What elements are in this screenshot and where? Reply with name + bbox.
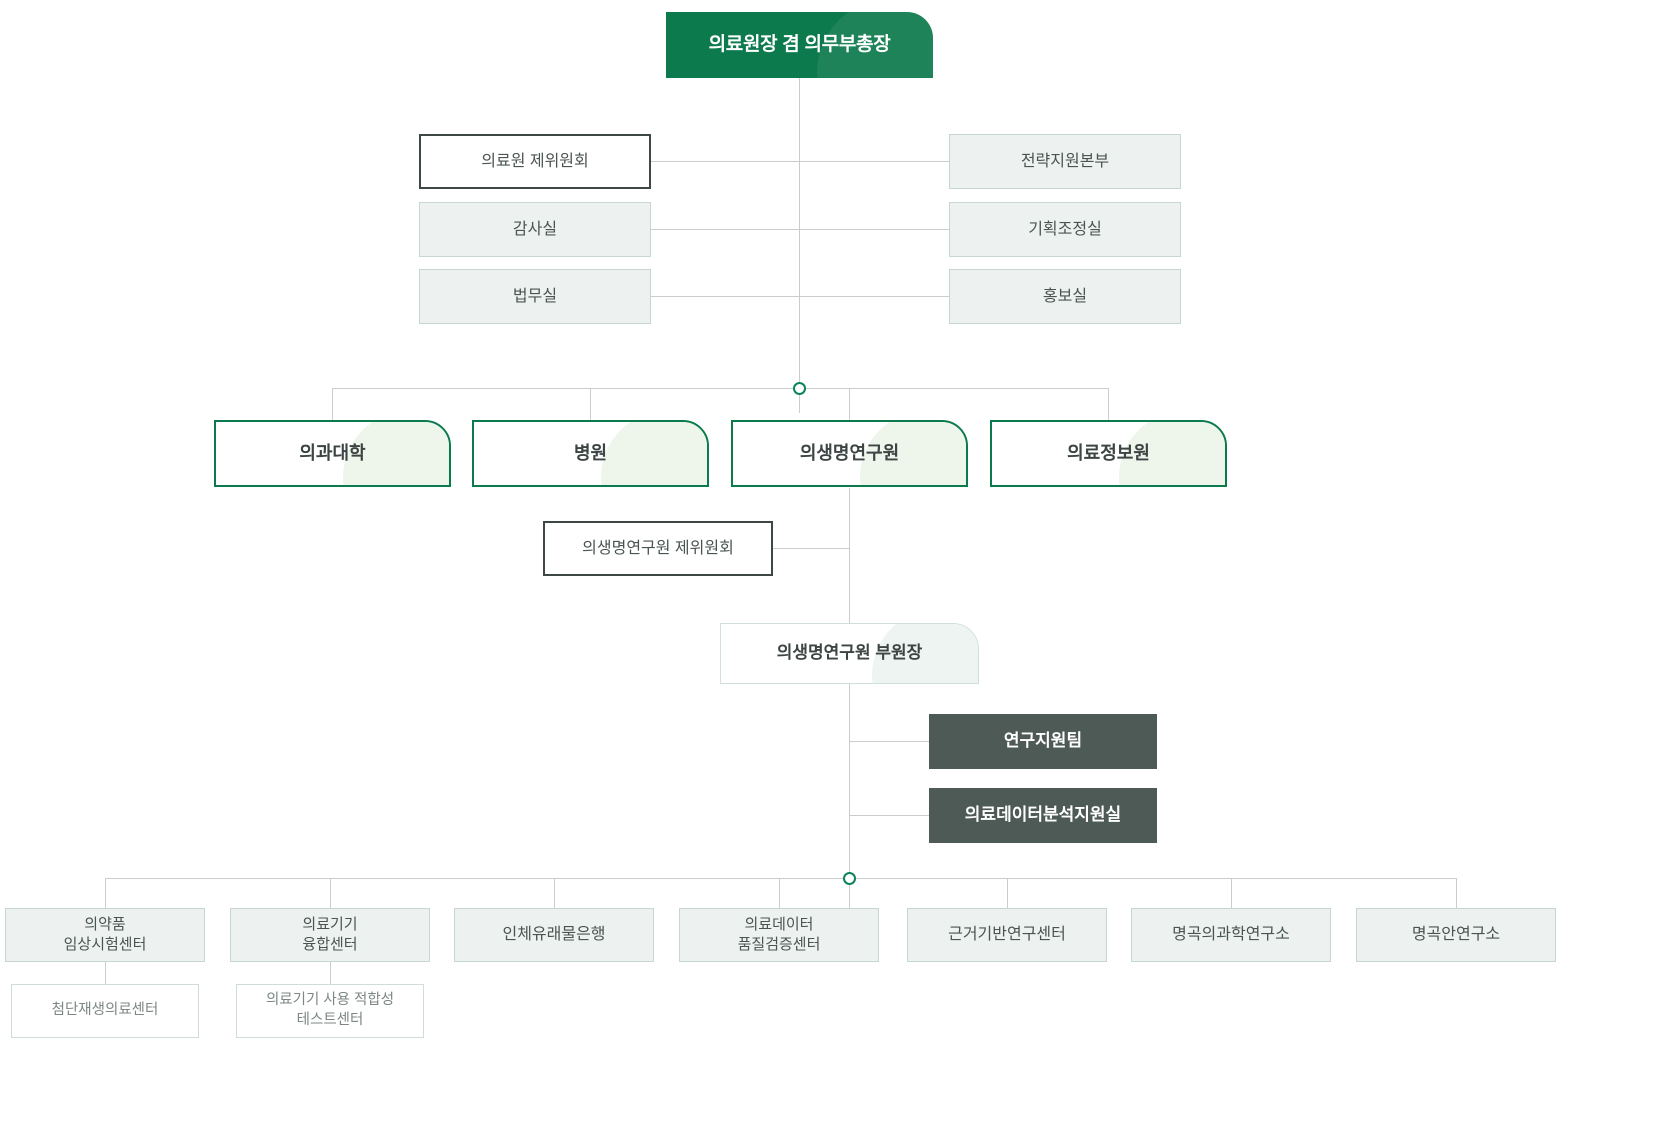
connector-institute-committee <box>773 548 850 549</box>
connector-center-bus <box>105 878 1457 879</box>
connector-staff-left-3 <box>650 296 800 297</box>
node-center-myeonggok-eye-research[interactable]: 명곡안연구소 <box>1356 908 1556 962</box>
node-subcenter-device-usability-test[interactable]: 의료기기 사용 적합성 테스트센터 <box>236 984 424 1038</box>
connector-division-drop-3 <box>849 388 850 420</box>
node-label: 연구지원팀 <box>1003 731 1083 751</box>
node-label: 의료기기 융합센터 <box>302 915 358 953</box>
connector-division-drop-2 <box>590 388 591 420</box>
node-center-medical-device-convergence[interactable]: 의료기기 융합센터 <box>230 908 430 962</box>
node-center-human-biobank[interactable]: 인체유래물은행 <box>454 908 654 962</box>
node-label: 의료데이터 품질검증센터 <box>737 915 821 953</box>
connector-center-drop-3 <box>554 878 555 908</box>
node-label: 의료정보원 <box>1067 443 1150 464</box>
node-label: 홍보실 <box>1042 287 1088 305</box>
connector-center-drop-7 <box>1456 878 1457 908</box>
node-center-myeonggok-medical-science[interactable]: 명곡의과학연구소 <box>1131 908 1331 962</box>
connector-center-drop-6 <box>1231 878 1232 908</box>
node-medical-school[interactable]: 의과대학 <box>214 420 451 487</box>
node-label: 의과대학 <box>299 443 366 464</box>
node-label: 근거기반연구센터 <box>948 926 1066 944</box>
node-label: 의생명연구원 <box>799 443 900 464</box>
node-label: 전략지원본부 <box>1020 152 1110 170</box>
connector-center-drop-5 <box>1007 878 1008 908</box>
node-label: 의료원 제위원회 <box>481 152 589 170</box>
node-medical-data-analysis-office[interactable]: 의료데이터분석지원실 <box>929 788 1157 843</box>
node-root-label: 의료원장 겸 의무부총장 <box>708 34 891 56</box>
node-institute-vice-director[interactable]: 의생명연구원 부원장 <box>720 623 979 684</box>
node-strategy-headquarters[interactable]: 전략지원본부 <box>949 134 1181 189</box>
node-label: 명곡안연구소 <box>1411 926 1501 944</box>
node-label: 첨단재생의료센터 <box>51 1002 159 1019</box>
node-institute-committee[interactable]: 의생명연구원 제위원회 <box>543 521 773 576</box>
node-legal-office[interactable]: 법무실 <box>419 269 651 324</box>
connector-subcenter-drop-2 <box>330 962 331 984</box>
connector-team-1 <box>849 741 929 742</box>
connector-staff-right-3 <box>799 296 950 297</box>
junction-centers <box>843 872 856 885</box>
connector-root-vertical <box>799 78 800 413</box>
junction-division <box>793 382 806 395</box>
node-label: 인체유래물은행 <box>502 926 606 944</box>
node-center-evidence-based-research[interactable]: 근거기반연구센터 <box>907 908 1107 962</box>
node-label: 병원 <box>573 443 608 464</box>
decor-swoosh <box>601 422 707 485</box>
node-audit-office[interactable]: 감사실 <box>419 202 651 257</box>
node-label: 기획조정실 <box>1028 220 1102 238</box>
node-label: 감사실 <box>512 220 558 238</box>
node-biomedical-research-institute[interactable]: 의생명연구원 <box>731 420 968 487</box>
connector-staff-right-1 <box>799 161 950 162</box>
node-label: 의생명연구원 제위원회 <box>582 539 734 557</box>
connector-staff-right-2 <box>799 229 950 230</box>
connector-center-drop-4 <box>779 878 780 908</box>
connector-center-drop-1 <box>105 878 106 908</box>
connector-center-drop-2 <box>330 878 331 908</box>
node-center-medical-data-quality[interactable]: 의료데이터 품질검증센터 <box>679 908 879 962</box>
connector-team-2 <box>849 815 929 816</box>
node-center-pharma-clinical-trial[interactable]: 의약품 임상시험센터 <box>5 908 205 962</box>
node-root[interactable]: 의료원장 겸 의무부총장 <box>666 12 933 78</box>
node-medical-center-committee[interactable]: 의료원 제위원회 <box>419 134 651 189</box>
node-subcenter-advanced-regenerative[interactable]: 첨단재생의료센터 <box>11 984 199 1038</box>
node-label: 의료데이터분석지원실 <box>964 805 1122 825</box>
connector-institute-spine <box>849 488 850 940</box>
connector-division-bus <box>332 388 1109 389</box>
connector-division-drop-1 <box>332 388 333 420</box>
node-label: 법무실 <box>512 287 558 305</box>
node-pr-office[interactable]: 홍보실 <box>949 269 1181 324</box>
connector-staff-left-2 <box>650 229 800 230</box>
node-research-support-team[interactable]: 연구지원팀 <box>929 714 1157 769</box>
node-label: 의료기기 사용 적합성 테스트센터 <box>265 992 395 1028</box>
node-planning-office[interactable]: 기획조정실 <box>949 202 1181 257</box>
connector-subcenter-drop-1 <box>105 962 106 984</box>
connector-division-drop-4 <box>1108 388 1109 420</box>
node-label: 의약품 임상시험센터 <box>63 915 147 953</box>
connector-staff-left-1 <box>650 161 800 162</box>
node-medical-information-institute[interactable]: 의료정보원 <box>990 420 1227 487</box>
node-hospital[interactable]: 병원 <box>472 420 709 487</box>
node-label: 명곡의과학연구소 <box>1172 926 1290 944</box>
node-label: 의생명연구원 부원장 <box>776 643 923 663</box>
